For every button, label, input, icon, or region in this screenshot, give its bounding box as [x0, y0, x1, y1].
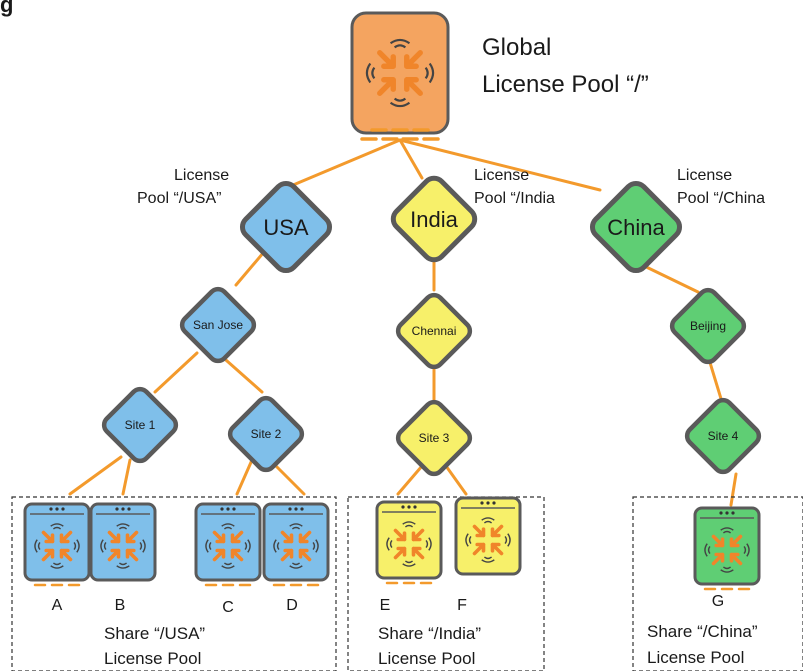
usa-share-group-box [11, 496, 337, 671]
access-point-icon [23, 502, 91, 587]
india-pool-label-line2: Pool “/India [474, 190, 555, 207]
figure-label: g [0, 0, 13, 17]
china-pool-label-line1: License [677, 167, 732, 184]
chennai-node-label: Chennai [412, 324, 457, 338]
san-jose-node-label: San Jose [193, 318, 243, 332]
global-access-point-icon [350, 11, 450, 141]
global-pool-title-line1: Global [482, 34, 551, 61]
usa-node-label: USA [263, 215, 309, 240]
usa-node: USA [239, 180, 333, 274]
ap-label-f: F [457, 597, 467, 614]
access-point-icon [262, 502, 330, 587]
ap-label-b: B [115, 597, 126, 614]
india-share-label-line2: License Pool [378, 649, 475, 668]
india-pool-label-line1: License [474, 167, 529, 184]
site-1-node: Site 1 [101, 386, 179, 464]
access-point-icon [375, 500, 443, 585]
beijing-node-label: Beijing [690, 319, 726, 333]
usa-pool-label-line2: Pool “/USA” [137, 190, 221, 207]
usa-share-label-line1: Share “/USA” [104, 624, 205, 643]
china-share-group-box [632, 496, 803, 671]
ap-label-c: C [222, 599, 234, 616]
san-jose-node: San Jose [179, 286, 257, 364]
site-4-node: Site 4 [684, 397, 762, 475]
chennai-node: Chennai [395, 292, 473, 370]
site-2-node: Site 2 [227, 395, 305, 473]
usa-share-label-line2: License Pool [104, 649, 201, 668]
global-pool-title-line2: License Pool “/” [482, 71, 649, 98]
india-node: India [390, 175, 478, 263]
china-node: China [589, 180, 683, 274]
access-point-icon [89, 502, 157, 582]
ap-label-g: G [712, 593, 724, 610]
india-share-label-line1: Share “/India” [378, 624, 481, 643]
usa-pool-label-line1: License [174, 167, 229, 184]
ap-label-d: D [286, 597, 298, 614]
india-share-group-box [347, 496, 545, 671]
site-3-node-label: Site 3 [419, 431, 450, 445]
india-node-label: India [410, 207, 458, 232]
access-point-icon [693, 506, 761, 591]
china-share-label-line1: Share “/China” [647, 622, 758, 641]
ap-label-e: E [380, 597, 391, 614]
access-point-icon [454, 496, 522, 576]
site-3-node: Site 3 [395, 399, 473, 477]
beijing-node: Beijing [669, 287, 747, 365]
site-2-node-label: Site 2 [251, 427, 282, 441]
site-1-node-label: Site 1 [125, 418, 156, 432]
china-pool-label-line2: Pool “/China [677, 190, 765, 207]
site-4-node-label: Site 4 [708, 429, 739, 443]
ap-label-a: A [52, 597, 63, 614]
china-share-label-line2: License Pool [647, 648, 744, 667]
access-point-icon [194, 502, 262, 587]
china-node-label: China [607, 215, 665, 240]
